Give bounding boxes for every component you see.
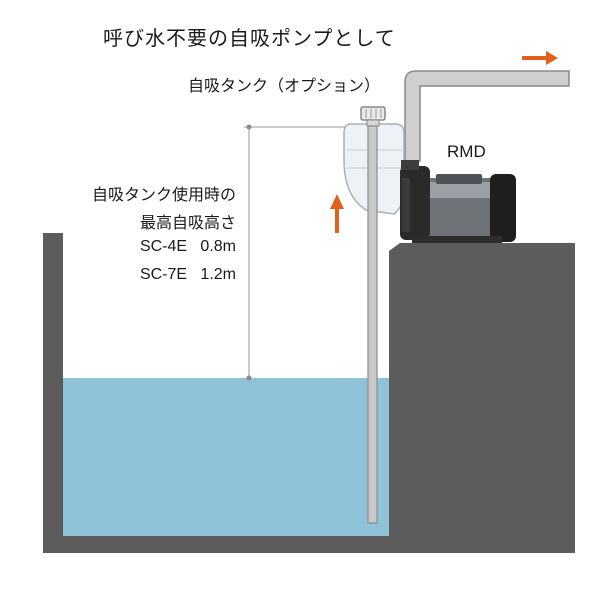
pump <box>400 160 516 243</box>
lift-caption-line1: 自吸タンク使用時の <box>91 185 236 204</box>
model-name: SC-7E <box>139 266 188 283</box>
lift-height: 0.8m <box>200 238 236 255</box>
suction-pipe <box>367 125 378 524</box>
water <box>63 378 389 536</box>
diagram-title: 呼び水不要の自吸ポンプとして <box>103 26 396 50</box>
lift-spec-sc7e: SC-7E 1.2m <box>140 266 236 284</box>
flow-arrow-right <box>522 51 558 65</box>
basin <box>43 233 575 553</box>
lift-spec-sc4e: SC-4E 0.8m <box>140 238 236 256</box>
pump-label: RMD <box>447 142 486 161</box>
lift-dimension <box>244 126 354 378</box>
flow-arrow-up <box>330 194 344 233</box>
dimension-dot-bottom <box>246 375 252 381</box>
model-name: SC-4E <box>139 238 188 255</box>
tank-label: 自吸タンク（オプション） <box>188 76 381 95</box>
dimension-dot-top <box>246 124 252 130</box>
lift-height: 1.2m <box>200 266 236 283</box>
discharge-pipe <box>404 70 570 162</box>
lift-caption-line2: 最高自吸高さ <box>139 213 236 232</box>
